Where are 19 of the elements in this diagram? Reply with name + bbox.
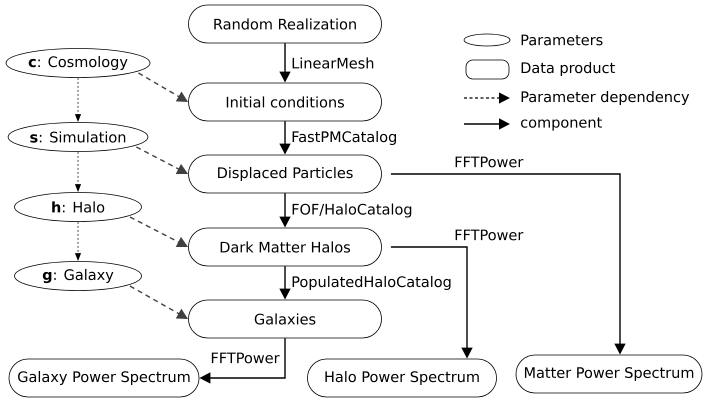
data-product-box: Galaxy Power Spectrum: [8, 358, 200, 398]
legend-text: component: [521, 117, 602, 131]
data-product-box: Random Realization: [188, 4, 382, 44]
edge-label: LinearMesh: [292, 57, 374, 69]
data-product-box: Displaced Particles: [188, 154, 382, 194]
legend-text: Parameters: [522, 34, 602, 46]
legend-text: Data product: [522, 62, 615, 76]
edge-label: FFTPower: [456, 230, 524, 240]
edge-label: FFTPower: [212, 352, 280, 364]
data-product-box: Halo Power Spectrum: [307, 358, 497, 398]
edge-label: FFTPower: [456, 156, 524, 168]
data-product-box: Matter Power Spectrum: [516, 354, 702, 394]
edge-label: FOF/HaloCatalog: [292, 203, 412, 218]
data-product-box: Galaxies: [188, 300, 382, 338]
data-product-box: Initial conditions: [188, 82, 382, 122]
edge-label: FastPMCatalog: [292, 130, 396, 145]
legend-text: Parameter dependency: [522, 90, 690, 105]
edge-label: PopulatedHaloCatalog: [292, 276, 451, 290]
data-product-box: Dark Matter Halos: [188, 228, 382, 266]
